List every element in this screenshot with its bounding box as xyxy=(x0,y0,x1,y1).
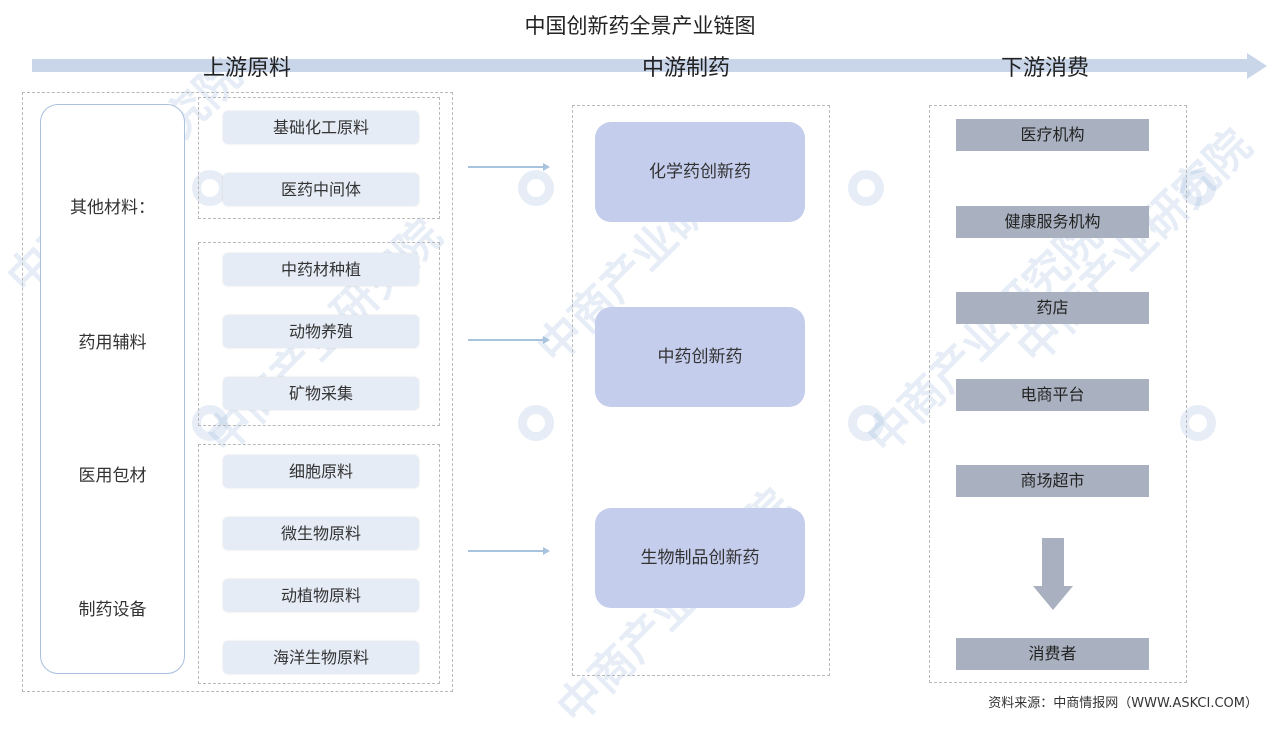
upstream-item-mineral-collection: 矿物采集 xyxy=(223,377,419,410)
upstream-group-chemical xyxy=(198,97,440,219)
downstream-item-medical-institutions: 医疗机构 xyxy=(956,119,1149,151)
watermark-logo-icon xyxy=(518,170,554,206)
midstream-item-biologic-innovative: 生物制品创新药 xyxy=(595,508,805,608)
connector-arrow-head-icon xyxy=(543,336,550,344)
connector-arrow xyxy=(468,166,543,168)
source-note: 资料来源：中商情报网（WWW.ASKCI.COM） xyxy=(988,696,1258,711)
upstream-group-herbal xyxy=(198,242,440,426)
stage-midstream: 中游制药 xyxy=(641,56,730,81)
stage-downstream: 下游消费 xyxy=(1000,56,1089,81)
side-item-packaging: 医用包材 xyxy=(78,466,147,486)
downstream-item-health-services: 健康服务机构 xyxy=(956,206,1149,238)
downstream-item-consumers: 消费者 xyxy=(956,638,1149,670)
midstream-container xyxy=(572,105,830,676)
flow-arrow-bar xyxy=(32,59,1252,72)
connector-arrow-head-icon xyxy=(543,547,550,555)
downstream-item-pharmacies: 药店 xyxy=(956,292,1149,324)
upstream-container xyxy=(22,92,453,692)
side-item-equipment: 制药设备 xyxy=(78,600,147,620)
side-materials-panel xyxy=(40,104,185,674)
down-arrow-icon xyxy=(1033,586,1073,610)
connector-arrow-head-icon xyxy=(543,163,550,171)
side-item-other-materials: 其他材料： xyxy=(70,198,155,218)
upstream-item-cell-materials: 细胞原料 xyxy=(223,455,419,488)
side-item-excipients: 药用辅料 xyxy=(78,333,147,353)
upstream-item-microbial-materials: 微生物原料 xyxy=(223,517,419,550)
upstream-item-herb-planting: 中药材种植 xyxy=(223,253,419,286)
downstream-item-supermarkets: 商场超市 xyxy=(956,465,1149,497)
connector-arrow xyxy=(468,550,543,552)
stage-upstream: 上游原料 xyxy=(202,56,291,81)
flow-arrow-head-icon xyxy=(1247,53,1267,79)
midstream-item-chemical-innovative: 化学药创新药 xyxy=(595,122,805,222)
upstream-item-basic-chemicals: 基础化工原料 xyxy=(223,111,419,144)
upstream-group-bio xyxy=(198,444,440,684)
down-arrow-stem xyxy=(1042,538,1064,588)
upstream-item-intermediates: 医药中间体 xyxy=(223,173,419,206)
watermark-logo-icon xyxy=(848,405,884,441)
watermark-logo-icon xyxy=(848,170,884,206)
upstream-item-marine-bio-materials: 海洋生物原料 xyxy=(223,641,419,674)
midstream-item-tcm-innovative: 中药创新药 xyxy=(595,307,805,407)
upstream-item-animal-farming: 动物养殖 xyxy=(223,315,419,348)
connector-arrow xyxy=(468,339,543,341)
diagram-title: 中国创新药全景产业链图 xyxy=(524,14,756,38)
upstream-item-plant-animal-materials: 动植物原料 xyxy=(223,579,419,612)
downstream-container xyxy=(929,105,1187,683)
watermark-logo-icon xyxy=(518,405,554,441)
downstream-item-ecommerce: 电商平台 xyxy=(956,379,1149,411)
